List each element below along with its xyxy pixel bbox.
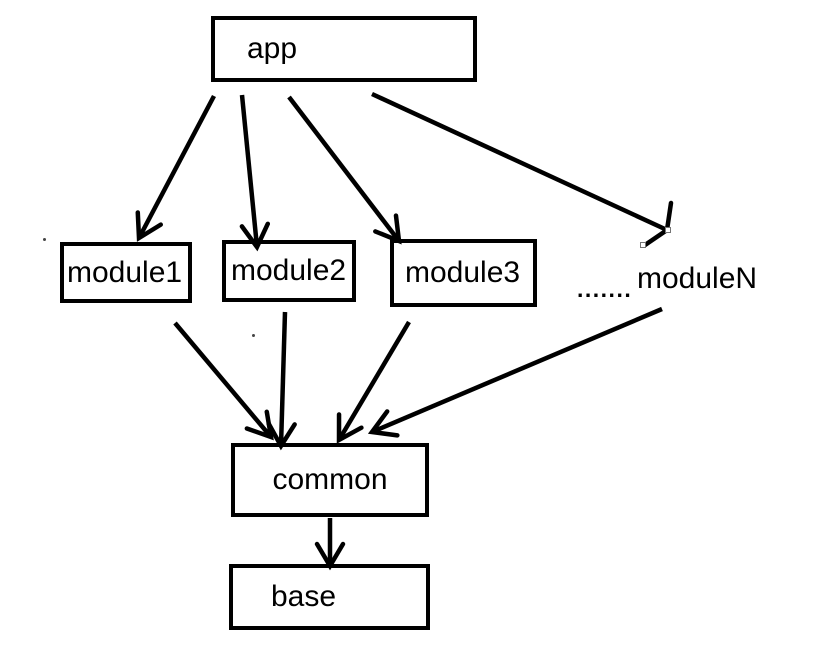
node-module1: module1	[60, 242, 192, 303]
selection-handle	[665, 227, 671, 233]
ellipsis-dots: .......	[577, 276, 633, 302]
node-common: common	[231, 443, 429, 517]
node-moduleN-label: moduleN	[637, 262, 758, 295]
stray-dot	[252, 334, 255, 337]
edge-app-module2	[239, 94, 271, 252]
stray-dot	[43, 238, 46, 241]
node-module3-label: module3	[405, 256, 521, 289]
edge-module3-common	[336, 320, 411, 444]
node-app: app	[211, 16, 477, 82]
node-module1-label: module1	[67, 255, 183, 289]
node-app-label: app	[247, 32, 298, 65]
node-module2-label: module2	[231, 254, 347, 287]
node-module3: module3	[390, 239, 537, 307]
edge-app-moduleN	[371, 91, 674, 248]
node-base: base	[229, 564, 430, 630]
edge-module2-common	[266, 311, 297, 451]
edge-app-module1	[135, 94, 216, 242]
selection-handle	[640, 242, 646, 248]
edge-module1-common	[173, 321, 274, 441]
edge-app-module3	[287, 95, 402, 245]
node-common-label: common	[272, 463, 388, 496]
edge-moduleN-common	[367, 306, 663, 438]
node-base-label: base	[271, 580, 337, 613]
node-module2: module2	[222, 240, 356, 302]
